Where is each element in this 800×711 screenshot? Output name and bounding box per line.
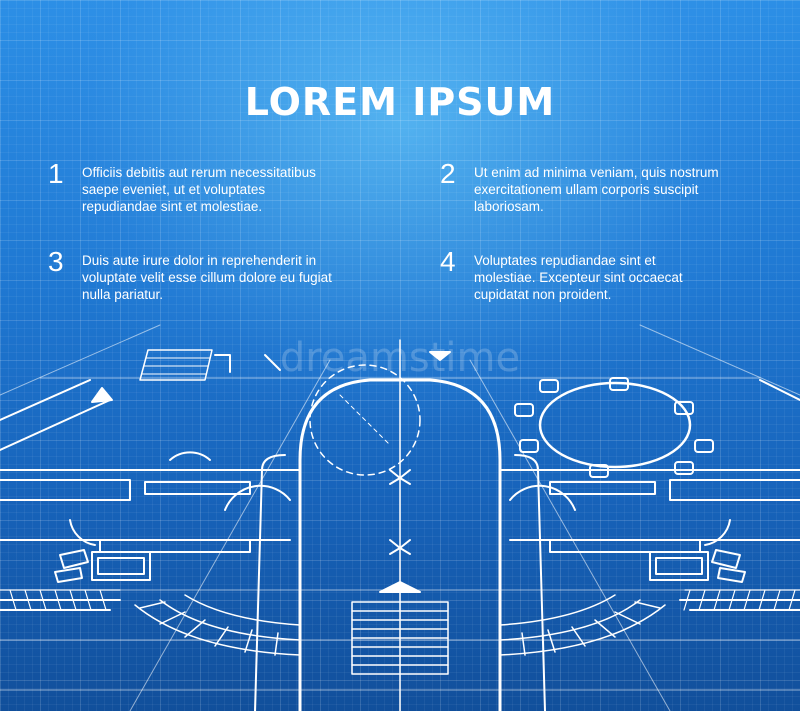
hatched-bands [0, 589, 800, 611]
item-text-line: laboriosam. [474, 199, 544, 214]
item-number: 4 [440, 246, 456, 277]
central-stairs [351, 601, 449, 675]
item-text-line: voluptate velit esse cillum dolore eu fu… [82, 270, 332, 285]
left-wing [0, 349, 301, 611]
dashed-circle [309, 364, 421, 476]
item-text-line: Officiis debitis aut rerum necessitatibu… [82, 165, 316, 180]
item-text-line: repudiandae sint et molestiae. [82, 199, 263, 214]
item-text-line: saepe eveniet, ut et voluptates [82, 182, 266, 197]
item-text: Duis aute irure dolor in reprehenderit i… [82, 252, 382, 303]
item-number: 2 [440, 158, 456, 189]
right-wing [499, 379, 800, 611]
item-text-line: molestiae. Excepteur sint occaecat [474, 270, 683, 285]
item-text-line: nulla pariatur. [82, 287, 164, 302]
item-number: 1 [48, 158, 64, 189]
item-text-line: Duis aute irure dolor in reprehenderit i… [82, 253, 317, 268]
item-text-line: cupidatat non proident. [474, 287, 612, 302]
item-text-line: exercitationem ullam corporis suscipit [474, 182, 699, 197]
item-text-line: Ut enim ad minima veniam, quis nostrum [474, 165, 719, 180]
item-number: 3 [48, 246, 64, 277]
watermark: dreamstime [279, 335, 521, 381]
item-text: Voluptates repudiandae sint et molestiae… [474, 252, 774, 303]
right-curved-stairs [499, 594, 666, 656]
item-text: Ut enim ad minima veniam, quis nostrum e… [474, 164, 774, 215]
item-text: Officiis debitis aut rerum necessitatibu… [82, 164, 382, 215]
left-curved-stairs [134, 594, 301, 656]
round-table [514, 377, 714, 478]
item-text-line: Voluptates repudiandae sint et [474, 253, 656, 268]
page-title: LOREM IPSUM [244, 80, 556, 124]
